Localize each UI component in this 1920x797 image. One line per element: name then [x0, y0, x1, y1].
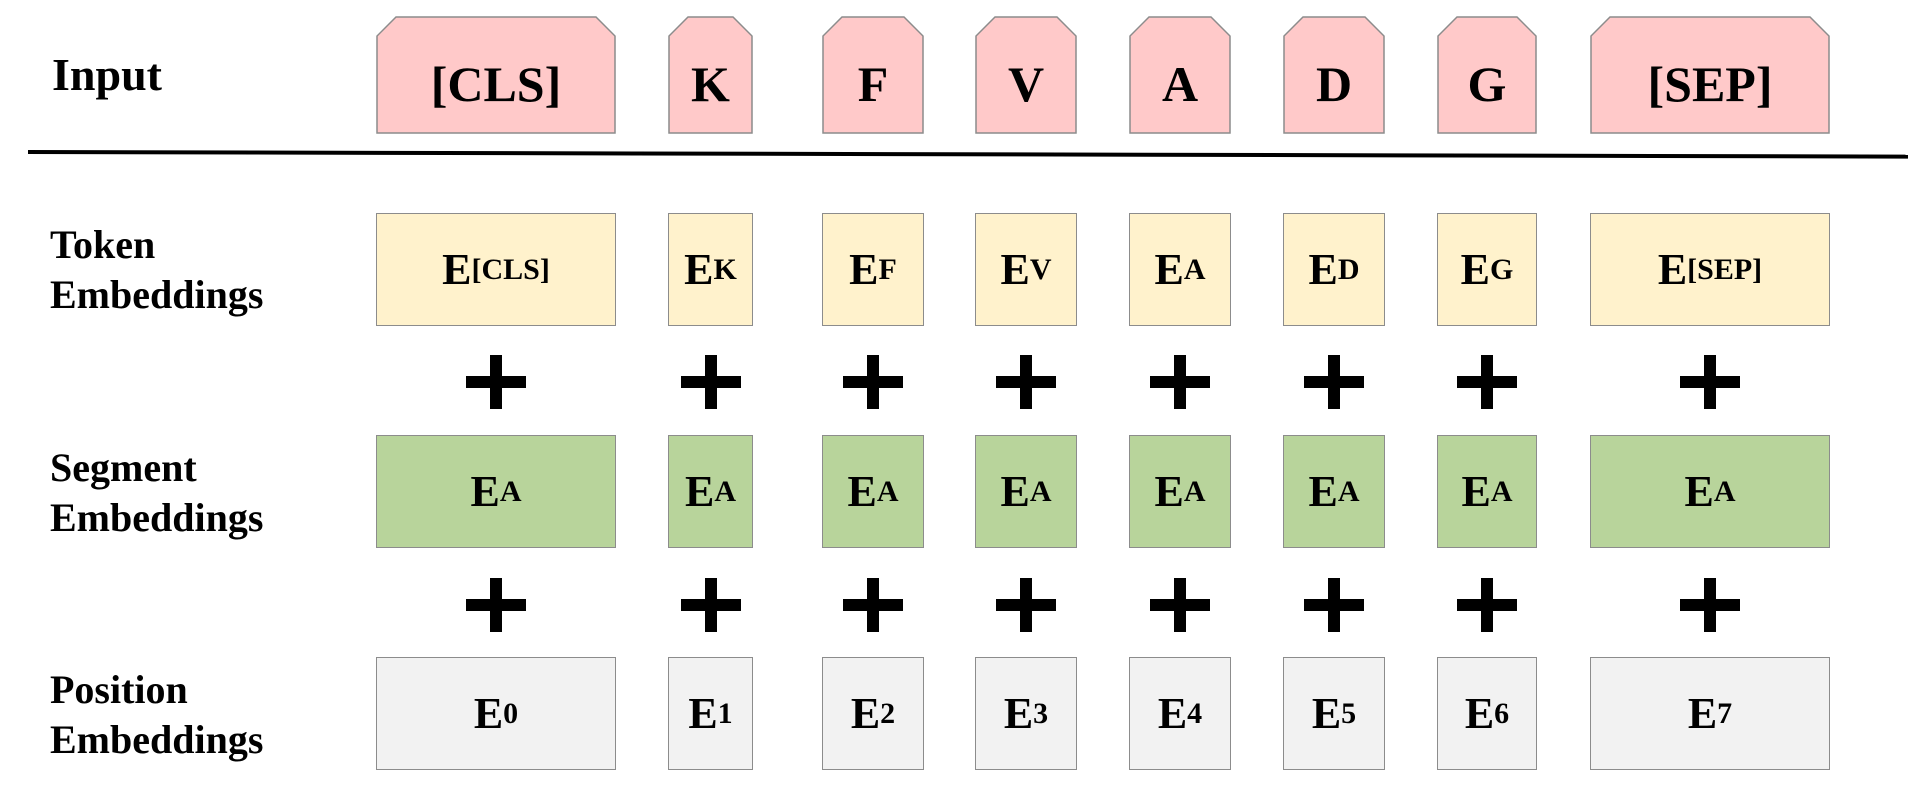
plus-icon [466, 355, 526, 409]
position-embedding-symbol: E [473, 689, 504, 738]
input-divider-line [27, 150, 1908, 159]
plus-icon [1150, 355, 1210, 409]
token-embedding-symbol: E [1308, 245, 1338, 294]
plus-icon [1680, 355, 1740, 409]
segment-embedding-symbol: E [470, 467, 500, 516]
segment-embedding-symbol: E [684, 467, 715, 516]
plus-icon [1304, 355, 1364, 409]
token-embeddings-label-line2: Embeddings [50, 272, 264, 317]
token-embedding-symbol: E [1460, 245, 1490, 294]
input-token-label: K [691, 56, 730, 112]
token-embeddings-label-line1: Token [50, 222, 156, 267]
token-embedding-symbol: E [1154, 245, 1184, 294]
token-embedding-symbol: E [1657, 245, 1688, 294]
position-embedding-symbol: E [1464, 689, 1495, 738]
input-token-label: G [1467, 56, 1507, 112]
plus-icon [996, 578, 1056, 632]
input-token-3: V [975, 16, 1077, 134]
position-embeddings-label-line2: Embeddings [50, 717, 264, 762]
segment-embedding-symbol: E [1154, 467, 1184, 516]
input-token-label: V [1007, 56, 1045, 112]
position-embedding-symbol: E [1687, 689, 1718, 738]
position-embeddings-label-line1: Position [50, 667, 188, 712]
input-token-2: F [822, 16, 924, 134]
position-embedding-symbol: E [850, 689, 881, 738]
input-token-label: [SEP] [1647, 56, 1773, 112]
plus-icon [843, 355, 903, 409]
token-embedding-symbol: E [442, 245, 472, 294]
input-token-4: A [1129, 16, 1231, 134]
position-embedding-symbol: E [1003, 689, 1034, 738]
segment-embedding-symbol: E [1308, 467, 1338, 516]
segment-embeddings-label: Segment Embeddings [50, 443, 263, 543]
input-token-shape [1590, 16, 1830, 134]
input-token-6: G [1437, 16, 1537, 134]
token-embedding-symbol: E [684, 245, 714, 294]
input-token-1: K [668, 16, 753, 134]
plus-icon [1457, 578, 1517, 632]
plus-icon [996, 355, 1056, 409]
plus-icon [843, 578, 903, 632]
segment-embeddings-label-line1: Segment [50, 445, 197, 490]
input-token-shape [822, 16, 924, 134]
segment-embedding-symbol: E [1461, 467, 1491, 516]
plus-icon [1150, 578, 1210, 632]
token-embedding-cell-0: E[CLS] [376, 213, 616, 326]
token-embedding-symbol: E [1000, 245, 1030, 294]
input-token-shape [975, 16, 1077, 134]
input-token-label: [CLS] [430, 56, 562, 112]
input-token-label: D [1315, 56, 1353, 112]
input-token-shape [376, 16, 616, 134]
plus-icon [1680, 578, 1740, 632]
input-token-shape [1129, 16, 1231, 134]
token-embedding-cell-7: E[SEP] [1590, 213, 1830, 326]
plus-icon [466, 578, 526, 632]
segment-embedding-symbol: E [1684, 467, 1714, 516]
position-embedding-symbol: E [688, 689, 718, 738]
segment-embeddings-label-line2: Embeddings [50, 495, 264, 540]
input-token-label: A [1161, 56, 1199, 112]
plus-icon [680, 355, 741, 409]
plus-icon [1304, 578, 1364, 632]
segment-embedding-symbol: E [1000, 467, 1030, 516]
input-row-label: Input [52, 49, 162, 100]
plus-icon [1457, 355, 1517, 409]
position-embeddings-label: Position Embeddings [50, 665, 263, 765]
input-token-shape [668, 16, 753, 134]
position-embedding-symbol: E [1311, 689, 1342, 738]
position-embedding-symbol: E [1157, 689, 1188, 738]
input-token-shape [1437, 16, 1537, 134]
token-embeddings-label: Token Embeddings [50, 220, 263, 320]
segment-embedding-symbol: E [847, 467, 877, 516]
input-token-shape [1283, 16, 1385, 134]
input-token-5: D [1283, 16, 1385, 134]
input-token-label: F [857, 56, 889, 112]
plus-icon [680, 578, 741, 632]
token-embedding-symbol: E [849, 245, 879, 294]
input-token-7: [SEP] [1590, 16, 1830, 134]
input-token-0: [CLS] [376, 16, 616, 134]
